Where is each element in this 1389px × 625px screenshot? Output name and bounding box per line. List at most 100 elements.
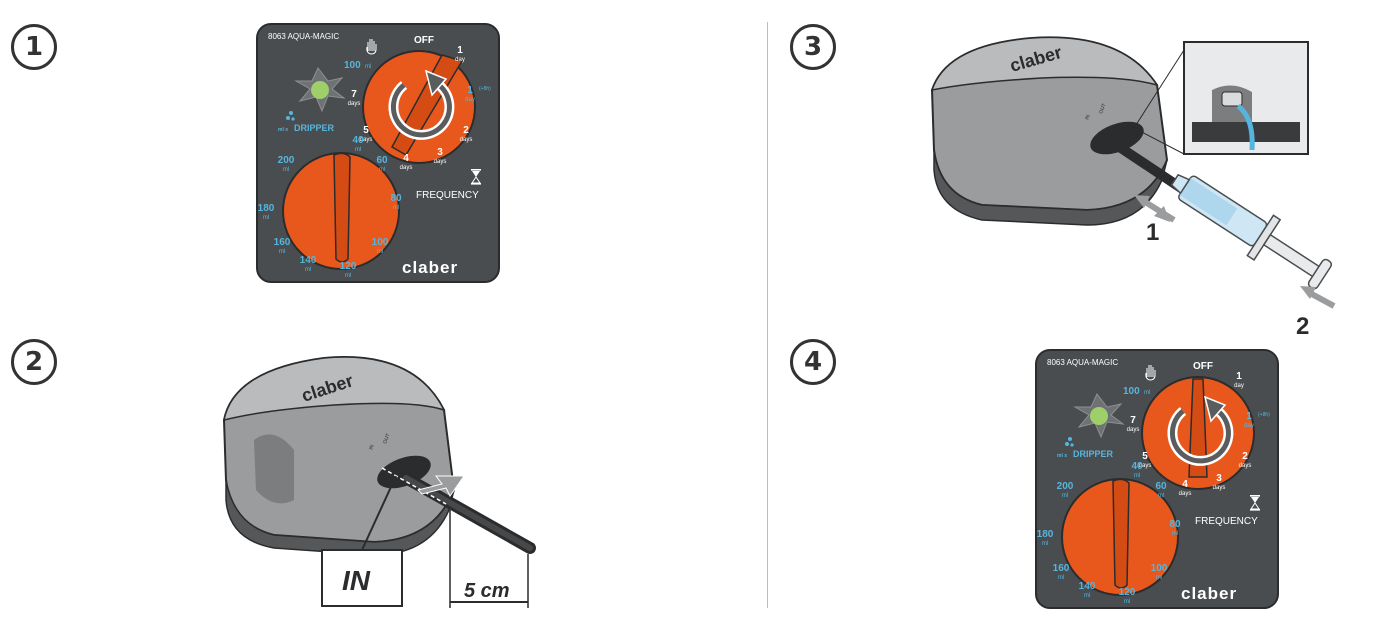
volume-mark-value: 100 [1151,563,1168,574]
volume-mark-value: 40 [352,135,364,146]
step-1-badge: 1 [11,24,57,70]
volume-mark-unit: ml [1084,593,1090,599]
volume-mark-unit: ml [393,205,399,211]
hand-icon [366,39,377,55]
brand-logo: claber [1181,584,1237,603]
volume-scale: 40ml60ml80ml100ml120ml140ml160ml180ml200… [258,135,402,279]
volume-mark-unit: ml [263,215,269,221]
manual-amount: 100 [344,60,361,71]
frequency-mark-value: 3 [1216,473,1222,484]
volume-mark-unit: ml [279,249,285,255]
volume-mark-unit: ml [1042,541,1048,547]
manual-unit: ml [1144,390,1150,396]
manual-unit: ml [365,64,371,70]
volume-mark-value: 180 [258,203,275,214]
volume-mark-unit: ml [1158,493,1164,499]
arrow-2-label: 2 [1296,313,1309,340]
frequency-mark-super: (+8h) [479,86,491,92]
frequency-mark-value: 2 [463,125,469,136]
volume-mark-unit: ml [1172,531,1178,537]
step-number: 4 [803,347,823,377]
step3-illustration: claber IN OUT 1 2 [930,36,1337,340]
frequency-mark-value: 2 [1242,451,1248,462]
push-arrow-1 [1134,195,1176,223]
volume-mark-value: 80 [390,193,402,204]
step-4-badge: 4 [790,339,836,385]
volume-mark-unit: ml [379,167,385,173]
frequency-mark-unit: days [1139,463,1152,469]
arrow-1-label: 1 [1146,219,1159,246]
dripper-icon [1065,437,1074,447]
volume-mark-unit: ml [355,147,361,153]
volume-mark-unit: ml [377,249,383,255]
volume-mark-unit: ml [1134,473,1140,479]
frequency-mark-unit: day [1234,383,1244,389]
volume-mark-unit: ml [1156,575,1162,581]
control-panel-step4: 8063 AQUA-MAGIC OFF 100 ml ml x DRIPPER … [1035,349,1279,609]
in-callout-box [321,549,403,607]
volume-knob-pointer [1112,478,1130,589]
frequency-mark-unit: days [1239,463,1252,469]
port-in-label: IN [368,444,375,451]
water-stream [1236,104,1255,151]
volume-mark-unit: ml [283,167,289,173]
frequency-mark-value: 3 [437,147,443,158]
volume-mark-value: 80 [1169,519,1181,530]
volume-mark-value: 100 [372,237,389,248]
in-callout-label: IN [342,565,371,596]
led-light [1090,407,1108,425]
tube [1101,133,1189,195]
step-3-badge: 3 [790,24,836,70]
volume-mark-value: 120 [340,261,357,272]
off-label: OFF [414,35,434,46]
insert-arrow [417,475,465,497]
frequency-mark-unit: days [1213,485,1226,491]
volume-mark-unit: ml [1124,599,1130,605]
frequency-label: FREQUENCY [416,190,479,201]
model-label: 8063 AQUA-MAGIC [1047,358,1118,367]
dripper-prefix: ml x [1057,453,1067,459]
aquamagic-device: claber IN OUT [930,36,1169,226]
frequency-mark-value: 5 [363,125,369,136]
frequency-mark-value: 4 [403,153,409,164]
step2-illustration: claber IN OUT IN 5 cm [222,356,536,608]
model-label: 8063 AQUA-MAGIC [268,32,339,41]
port-socket [1090,121,1144,155]
frequency-mark-value: 4 [1182,479,1188,490]
hand-icon [1145,365,1156,381]
syringe[interactable] [1162,160,1337,297]
frequency-mark-unit: days [360,137,373,143]
step-number: 1 [24,32,44,62]
step-2-badge: 2 [11,339,57,385]
dripper-label: DRIPPER [294,123,335,133]
volume-mark-unit: ml [1058,575,1064,581]
volume-mark-value: 160 [274,237,291,248]
frequency-label: FREQUENCY [1195,516,1258,527]
step-number: 2 [24,347,44,377]
volume-scale: 40ml60ml80ml100ml120ml140ml160ml180ml200… [1037,461,1181,605]
frequency-mark-value: 7 [351,89,357,100]
brand-logo: claber [402,258,458,277]
push-arrow-2 [1300,286,1336,309]
frequency-mark-value: 1 [1236,371,1242,382]
hourglass-icon [1250,495,1260,511]
syringe-water [1179,178,1238,226]
frequency-knob-pointer [1188,378,1208,478]
dripper-label: DRIPPER [1073,449,1114,459]
port-in-label: IN [1084,114,1091,121]
detail-inset [1133,41,1309,155]
volume-mark-value: 180 [1037,529,1054,540]
step-number: 3 [803,32,823,62]
volume-mark-value: 200 [1057,481,1074,492]
frequency-mark-value: 7 [1130,415,1136,426]
insertion-guide [381,467,447,505]
rotate-arrow-icon [1167,395,1234,466]
aquamagic-device: claber IN OUT [222,356,456,556]
volume-mark-value: 160 [1053,563,1070,574]
led-light [311,81,329,99]
dripper-prefix: ml x [278,127,288,133]
frequency-mark-value: 1 [457,45,463,56]
port-out-label: OUT [382,433,391,445]
